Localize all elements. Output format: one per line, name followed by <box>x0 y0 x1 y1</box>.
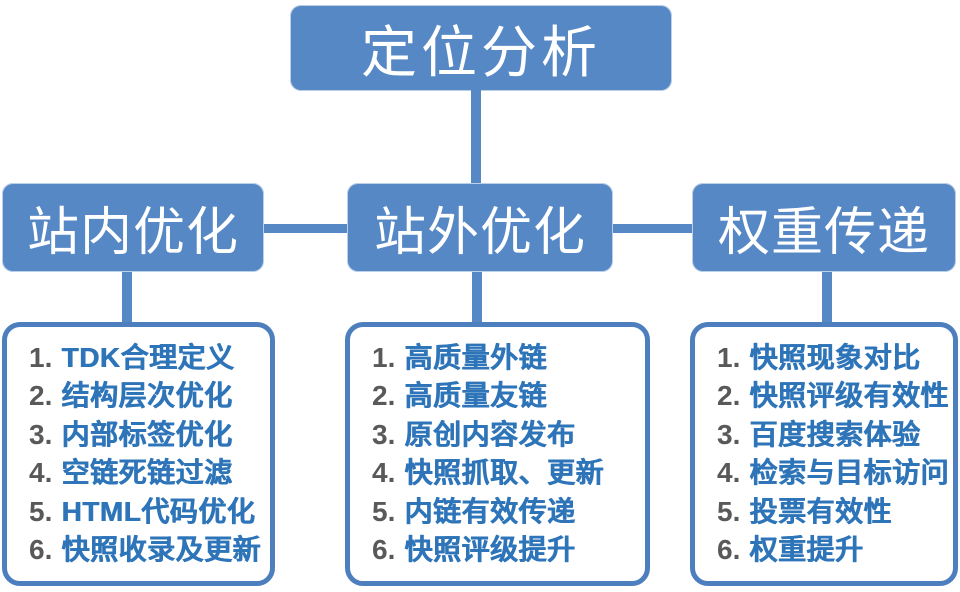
root-node-positioning-analysis: 定位分析 <box>290 5 672 91</box>
item-text: 结构层次优化 <box>61 380 233 412</box>
item-text: 高质量外链 <box>404 341 547 373</box>
item-number: 4. <box>372 457 396 489</box>
branch-node-offsite-optimization: 站外优化 <box>347 183 613 272</box>
connector-branch0-branch1 <box>260 224 352 233</box>
list-item: 2. 高质量友链 <box>372 382 639 410</box>
item-text: TDK合理定义 <box>61 341 235 373</box>
list-item: 5. 投票有效性 <box>717 495 947 527</box>
connector-root-to-branch <box>471 88 481 185</box>
root-node-label: 定位分析 <box>361 20 601 84</box>
list-item: 2. 快照评级有效性 <box>717 380 949 412</box>
item-number: 1. <box>29 341 53 373</box>
item-number: 2. <box>29 380 53 412</box>
list-item: 1. 快照现象对比 <box>717 341 947 373</box>
item-text: 检索与目标访问 <box>749 457 949 489</box>
list-item: 3. 百度搜索体验 <box>717 418 947 450</box>
item-text: 快照抓取、更新 <box>404 457 604 489</box>
list-item: 1. 高质量外链 <box>372 341 639 373</box>
item-text: 快照评级提升 <box>404 534 576 566</box>
list-item: 5. HTML代码优化 <box>29 495 264 527</box>
branch-node-weight-transfer: 权重传递 <box>692 183 956 272</box>
item-number: 5. <box>372 495 396 527</box>
item-number: 3. <box>372 418 396 450</box>
list-item: 4. 空链死链过滤 <box>29 459 264 487</box>
item-text: 快照现象对比 <box>749 341 921 373</box>
item-number: 1. <box>372 341 396 373</box>
item-number: 4. <box>717 457 741 489</box>
item-number: 2. <box>372 380 396 412</box>
list-box-weight-transfer: 1. 快照现象对比 2. 快照评级有效性 3. 百度搜索体验 4. 检索与目标访… <box>690 322 958 586</box>
item-text: 空链死链过滤 <box>61 457 233 489</box>
item-text: 内部标签优化 <box>61 418 233 450</box>
list-item: 6. 快照评级提升 <box>372 536 639 564</box>
item-text: HTML代码优化 <box>61 495 256 527</box>
item-number: 1. <box>717 341 741 373</box>
item-number: 2. <box>717 380 741 412</box>
connector-branch2-to-list <box>822 266 832 326</box>
list-item: 3. 内部标签优化 <box>29 418 264 450</box>
list-item: 4. 快照抓取、更新 <box>372 459 639 487</box>
list-item: 6. 权重提升 <box>717 536 947 564</box>
branch-node-onsite-optimization: 站内优化 <box>2 183 264 272</box>
item-text: 高质量友链 <box>404 380 547 412</box>
list-item: 5. 内链有效传递 <box>372 495 639 527</box>
item-text: 权重提升 <box>749 534 864 566</box>
item-number: 3. <box>29 418 53 450</box>
list-box-offsite-optimization: 1. 高质量外链 2. 高质量友链 3. 原创内容发布 4. 快照抓取、更新 5… <box>345 322 650 586</box>
item-number: 4. <box>29 457 53 489</box>
item-text: 百度搜索体验 <box>749 418 921 450</box>
list-box-onsite-optimization: 1. TDK合理定义 2. 结构层次优化 3. 内部标签优化 4. 空链死链过滤… <box>2 322 275 586</box>
item-number: 3. <box>717 418 741 450</box>
item-number: 6. <box>372 534 396 566</box>
item-number: 5. <box>717 495 741 527</box>
list-item: 6. 快照收录及更新 <box>29 536 264 564</box>
branch-node-label: 权重传递 <box>717 204 930 262</box>
connector-branch1-branch2 <box>609 224 697 233</box>
item-text: 快照评级有效性 <box>749 380 949 412</box>
item-number: 6. <box>29 534 53 566</box>
item-text: 内链有效传递 <box>404 495 576 527</box>
list-item: 2. 结构层次优化 <box>29 382 264 410</box>
branch-node-label: 站内优化 <box>26 204 239 262</box>
item-text: 投票有效性 <box>749 495 892 527</box>
item-text: 快照收录及更新 <box>61 534 261 566</box>
item-number: 5. <box>29 495 53 527</box>
connector-branch0-to-list <box>122 270 132 326</box>
list-item: 3. 原创内容发布 <box>372 418 639 450</box>
item-number: 6. <box>717 534 741 566</box>
branch-node-label: 站外优化 <box>373 204 586 262</box>
connector-branch1-to-list <box>472 270 482 326</box>
list-item: 4. 检索与目标访问 <box>717 457 949 489</box>
item-text: 原创内容发布 <box>404 418 576 450</box>
list-item: 1. TDK合理定义 <box>29 341 264 373</box>
